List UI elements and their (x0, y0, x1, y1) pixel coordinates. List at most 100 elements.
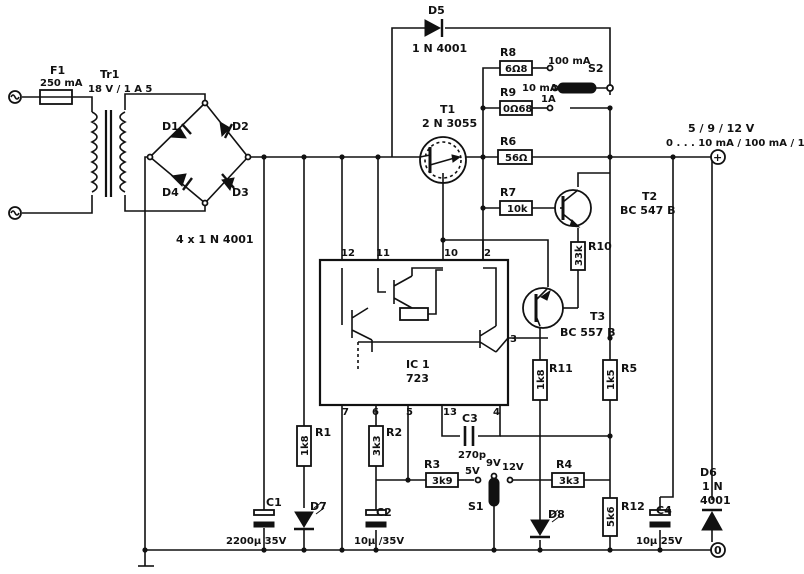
resistor-r11: 1k8 R11 (532, 359, 573, 401)
resistor-r6: 56Ω R6 (497, 135, 533, 165)
ic1-pin-5: 5 (406, 407, 413, 418)
d6-value-2: 4001 (700, 494, 731, 507)
r12-label: R12 (621, 500, 645, 513)
r9-range: 1A (541, 94, 556, 105)
switch-s2: 10 mA S2 (522, 62, 614, 94)
ic1-pin-11: 11 (376, 248, 390, 259)
ic1-pin-3: 3 (510, 334, 517, 345)
r1-label: R1 (315, 426, 331, 439)
tr1-value: 18 V / 1 A 5 (88, 84, 152, 95)
d1-label: D1 (162, 120, 179, 133)
ic1-value: 723 (406, 372, 429, 385)
junction-dots (142, 105, 676, 553)
r4-value: 3k3 (559, 476, 580, 487)
s1-5v: 5V (465, 466, 480, 477)
f1-label: F1 (50, 64, 65, 77)
t1-value: 2 N 3055 (422, 117, 477, 130)
bridge-diodes-label: 4 x 1 N 4001 (176, 233, 254, 246)
output-current-label: 0 . . . 10 mA / 100 mA / 1 A (666, 138, 804, 149)
r2-label: R2 (386, 426, 402, 439)
resistor-r8: 6Ω8 R8 100 mA (499, 46, 591, 76)
ic1-723: IC 1 723 12 11 10 2 3 7 6 5 13 4 (318, 248, 517, 418)
tr1-label: Tr1 (100, 68, 119, 81)
resistor-r12: 5k6 R12 (602, 497, 645, 537)
r3-label: R3 (424, 458, 440, 471)
c2-label: C2 (376, 506, 392, 519)
r9-label: R9 (500, 86, 516, 99)
zero-terminal-label: 0 (714, 544, 722, 557)
ic1-pin-13: 13 (443, 407, 457, 418)
d7-label: D7 (310, 500, 327, 513)
capacitor-c3: C3 270p (458, 412, 486, 461)
resistor-r4: 3k3 R4 (551, 458, 585, 488)
resistor-r3: 3k9 R3 (424, 458, 459, 488)
s2-label: S2 (588, 62, 604, 75)
c4-value: 10µ 25V (636, 536, 683, 547)
transistor-t2: T2 BC 547 B (554, 189, 675, 228)
f1-value: 250 mA (40, 78, 83, 89)
t2-label: T2 (642, 190, 657, 203)
d5-value: 1 N 4001 (412, 42, 467, 55)
d2-label: D2 (232, 120, 249, 133)
plus-terminal-label: + (713, 151, 722, 164)
fuse-f1: F1 250 mA (39, 64, 83, 105)
c1-value: 2200µ 35V (226, 536, 287, 547)
resistor-r10: 33k R10 (570, 240, 612, 271)
t3-value: BC 557 B (560, 326, 615, 339)
resistor-r9: 0Ω68 R9 1A (499, 86, 556, 116)
led-d7: D7 (294, 500, 327, 531)
ic1-pin-12: 12 (341, 248, 355, 259)
d5-label: D5 (428, 4, 445, 17)
r8-value: 6Ω8 (505, 64, 527, 75)
s1-9v: 9V (486, 458, 501, 469)
r6-value: 56Ω (505, 153, 528, 164)
output-terminals: + 0 5 / 9 / 12 V 0 . . . 10 mA / 100 mA … (666, 122, 804, 558)
bridge-rectifier: D1 D2 D4 D3 4 x 1 N 4001 (146, 99, 254, 246)
transformer-tr1: Tr1 18 V / 1 A 5 (88, 68, 152, 197)
capacitor-c2: C2 10µ /35V (354, 506, 404, 547)
r9-value: 0Ω68 (503, 104, 532, 115)
t3-label: T3 (590, 310, 605, 323)
c4-label: C4 (656, 504, 672, 517)
d4-label: D4 (162, 186, 179, 199)
r2-value: 3k3 (372, 435, 383, 456)
d6-value-1: 1 N (702, 480, 723, 493)
ic1-pin-7: 7 (342, 407, 349, 418)
c3-value: 270p (458, 450, 486, 461)
t2-value: BC 547 B (620, 204, 675, 217)
r3-value: 3k9 (432, 476, 453, 487)
ic1-pin-4: 4 (493, 407, 500, 418)
resistor-r5: 1k5 R5 (602, 359, 637, 401)
capacitor-c4: C4 10µ 25V (636, 504, 683, 547)
d6-label: D6 (700, 466, 717, 479)
r5-value: 1k5 (606, 369, 617, 390)
r12-value: 5k6 (606, 506, 617, 527)
r11-value: 1k8 (536, 369, 547, 390)
transistor-t3: T3 BC 557 B (522, 287, 615, 339)
s1-label: S1 (468, 500, 484, 513)
r6-label: R6 (500, 135, 516, 148)
led-d8: D8 (530, 508, 565, 539)
ic1-pin-2: 2 (484, 248, 491, 259)
c3-label: C3 (462, 412, 478, 425)
r1-value: 1k8 (300, 435, 311, 456)
r11-label: R11 (549, 362, 573, 375)
ic1-pin-6: 6 (372, 407, 379, 418)
r7-value: 10k (507, 204, 528, 215)
r8-range: 100 mA (548, 56, 591, 67)
output-voltage-label: 5 / 9 / 12 V (688, 122, 755, 135)
ac-input-terminals (8, 90, 22, 220)
r5-label: R5 (621, 362, 637, 375)
d3-label: D3 (232, 186, 249, 199)
diode-d5: D5 1 N 4001 (412, 4, 467, 55)
t1-label: T1 (440, 103, 455, 116)
c2-value: 10µ /35V (354, 536, 404, 547)
switch-s1: 5V 9V 12V S1 (465, 458, 524, 513)
r8-label: R8 (500, 46, 516, 59)
ic1-pin-10: 10 (444, 248, 458, 259)
s2-range: 10 mA (522, 83, 558, 94)
r10-label: R10 (588, 240, 612, 253)
diode-d6: D6 1 N 4001 (700, 466, 731, 542)
r4-label: R4 (556, 458, 572, 471)
